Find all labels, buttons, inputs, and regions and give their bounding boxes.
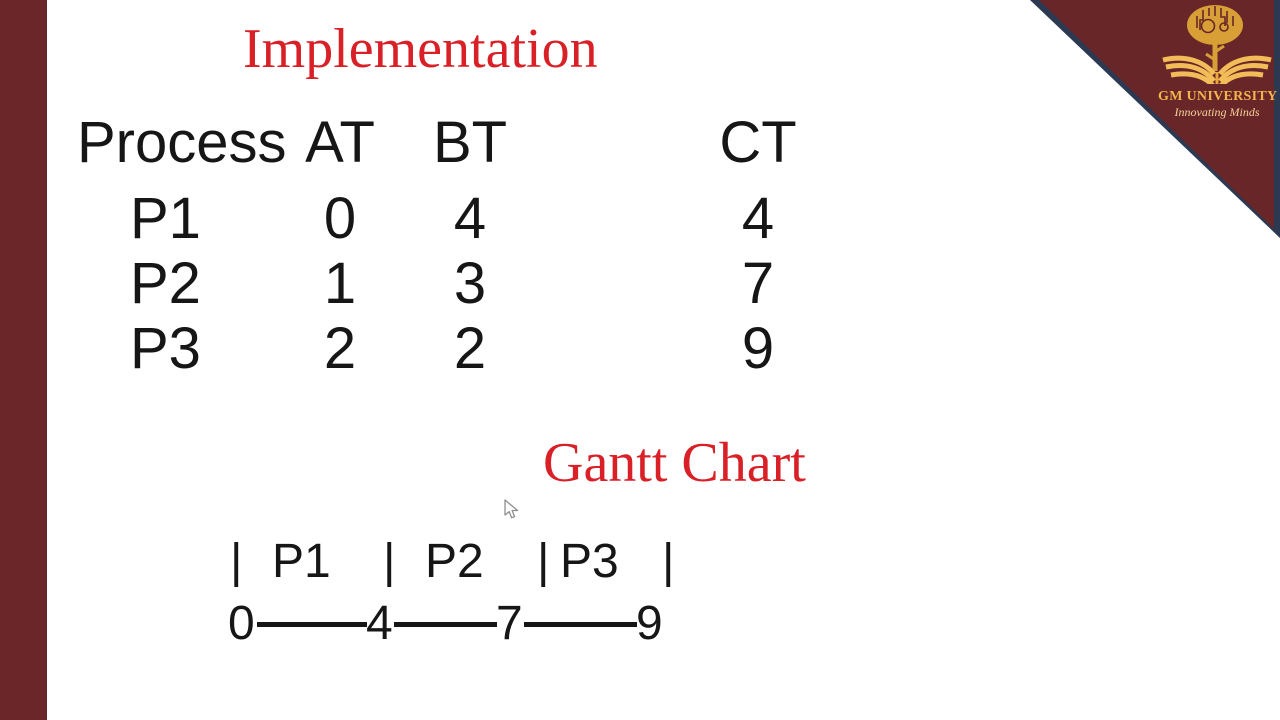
gantt-timeline-segment-3 xyxy=(524,622,637,627)
table-column-ct: CT 4 7 9 xyxy=(708,110,808,382)
gantt-segment-label-p1: P1 xyxy=(272,535,331,588)
gantt-time-7: 7 xyxy=(496,597,523,650)
gantt-timeline-segment-2 xyxy=(394,622,497,627)
table-cell-bt-p1: 4 xyxy=(453,186,487,251)
table-column-bt: BT 4 3 2 xyxy=(420,110,520,382)
table-cell-process-p3: P3 xyxy=(130,316,201,381)
gantt-separator: | xyxy=(383,535,396,588)
column-header-at: AT xyxy=(305,110,375,175)
tree-book-logo-icon xyxy=(1162,5,1272,90)
table-cell-ct-p2: 7 xyxy=(741,251,775,316)
column-header-process: Process xyxy=(77,110,287,175)
column-header-bt: BT xyxy=(432,110,508,175)
gantt-timeline-segment-1 xyxy=(257,622,367,627)
page-title: Implementation xyxy=(243,18,598,80)
table-cell-bt-p2: 3 xyxy=(453,251,487,316)
gantt-segment-label-p3: P3 xyxy=(560,535,619,588)
gantt-segment-label-p2: P2 xyxy=(425,535,484,588)
table-cell-at-p1: 0 xyxy=(323,186,357,251)
university-name: GM UNIVERSITY xyxy=(1158,88,1278,104)
mouse-cursor-icon xyxy=(504,499,519,519)
table-cell-at-p2: 1 xyxy=(323,251,357,316)
table-cell-process-p2: P2 xyxy=(130,251,201,316)
gantt-separator: | xyxy=(662,535,675,588)
left-film-strip xyxy=(0,0,47,720)
table-column-at: AT 0 1 2 xyxy=(290,110,390,382)
university-tagline: Innovating Minds xyxy=(1174,105,1260,120)
gantt-time-4: 4 xyxy=(366,597,393,650)
table-cell-ct-p1: 4 xyxy=(741,186,775,251)
gantt-chart-title: Gantt Chart xyxy=(543,432,806,494)
table-cell-process-p1: P1 xyxy=(130,186,201,251)
table-column-process: Process P1 P2 P3 xyxy=(77,110,287,382)
university-logo: GM UNIVERSITY Innovating Minds xyxy=(1158,2,1278,120)
gantt-time-9: 9 xyxy=(636,597,663,650)
column-header-ct: CT xyxy=(719,110,797,175)
gantt-separator: | xyxy=(230,535,243,588)
gantt-separator: | xyxy=(537,535,550,588)
table-cell-ct-p3: 9 xyxy=(741,316,775,381)
gantt-time-0: 0 xyxy=(228,597,255,650)
table-cell-bt-p3: 2 xyxy=(453,316,487,381)
table-cell-at-p3: 2 xyxy=(323,316,357,381)
